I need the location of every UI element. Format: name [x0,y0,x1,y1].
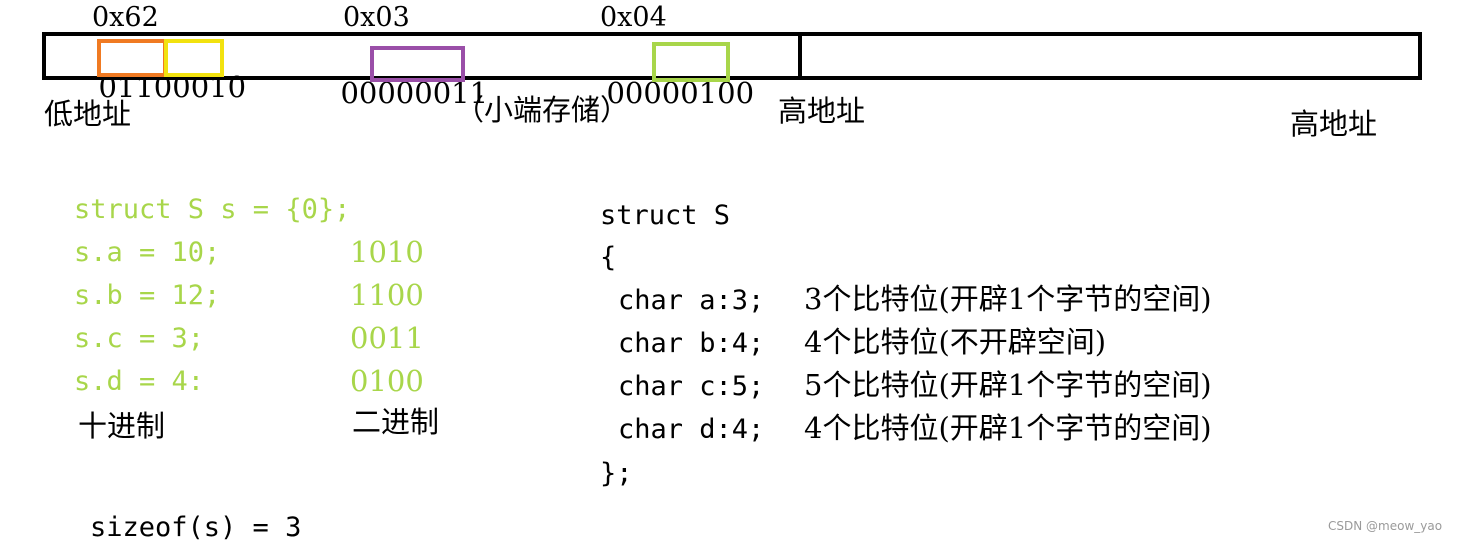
assign-line-2: s.b = 12; [74,280,221,311]
memory-bar [42,32,1422,80]
hex-byte-3: 0x04 [600,2,667,33]
byte2-bits: 00000011 [322,50,488,108]
assign-line-1: s.a = 10; [74,237,221,268]
high-address-label-1: 高地址 [778,94,866,128]
assign-line-4: s.d = 4: [74,366,205,397]
field-b-decl: char b:4; [618,328,765,359]
field-d-note: 4个比特位(开辟1个字节的空间) [804,411,1212,445]
field-c-decl: char c:5; [618,371,765,402]
decimal-label: 十进制 [78,409,166,443]
assign-line-0: struct S s = {0}; [74,194,351,225]
field-d-decl: char d:4; [618,414,765,445]
binary-b: 1100 [350,278,424,312]
binary-d: 0100 [350,364,424,398]
byte2-mid: 00011 [395,76,489,110]
byte1-pre: 0 [98,70,117,104]
low-address-label: 低地址 [44,97,132,131]
field-a-decl: char a:3; [618,285,765,316]
high-address-label-2: 高地址 [1290,107,1378,141]
byte1-mid: 1100 [116,70,191,104]
field-a-note: 3个比特位(开辟1个字节的空间) [804,282,1212,316]
assign-line-3: s.c = 3; [74,323,205,354]
highlight-yellow [164,39,224,77]
byte3-mid: 0100 [680,76,755,110]
highlight-purple [370,46,465,82]
binary-c: 0011 [350,321,424,355]
highlight-orange [97,39,167,77]
byte1-post: 010 [190,70,247,104]
hex-byte-1: 0x62 [92,2,159,33]
byte3-bits: 00000100 [588,50,754,108]
byte1-bits: 01100010 [80,44,246,102]
binary-label: 二进制 [352,405,440,439]
sizeof-line: sizeof(s) = 3 [90,512,302,543]
watermark: CSDN @meow_yao [1328,519,1443,533]
field-c-note: 5个比特位(开辟1个字节的空间) [804,368,1212,402]
byte3-pre: 0000 [606,76,681,110]
struct-header: struct S [600,200,731,231]
struct-open-brace: { [600,242,617,273]
little-endian-label: （小端存储） [455,93,630,127]
memory-divider [798,32,802,80]
binary-a: 1010 [350,235,424,269]
field-b-note: 4个比特位(不开辟空间) [804,325,1107,359]
highlight-green [652,42,730,82]
byte2-pre: 000 [340,76,396,110]
struct-close-brace: }; [600,458,633,489]
hex-byte-2: 0x03 [343,2,410,33]
